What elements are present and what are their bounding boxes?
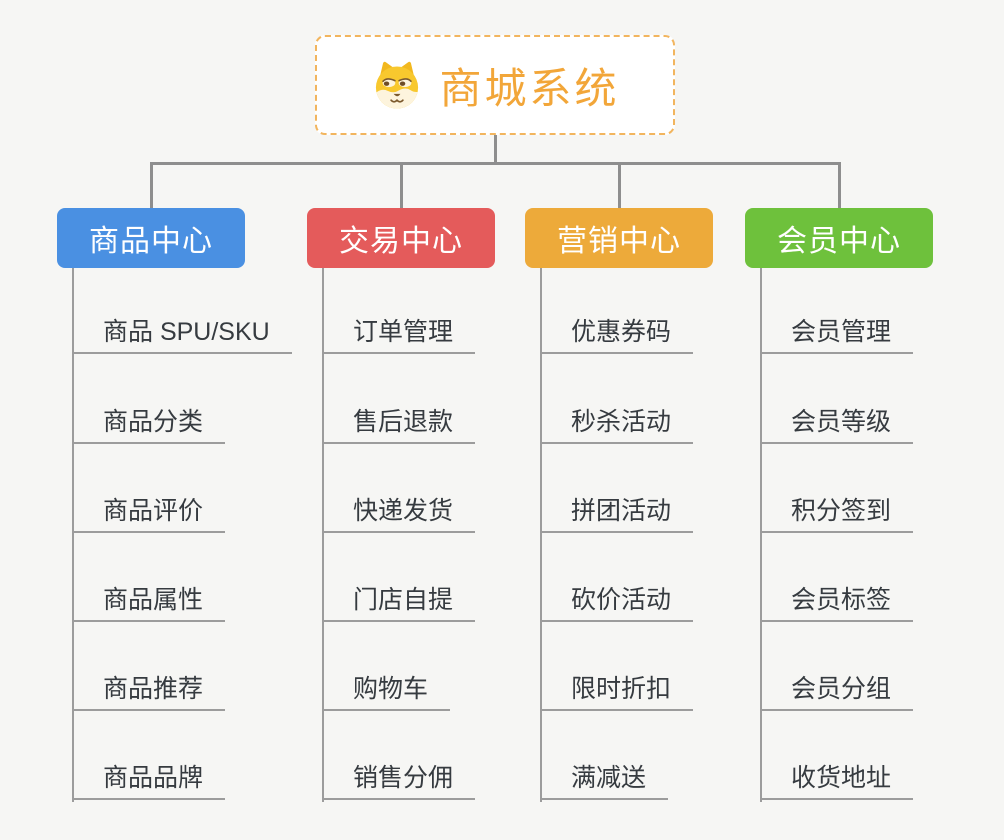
connector-trunk: [322, 268, 324, 802]
connector-branch-stub: [618, 162, 621, 208]
leaf-node[interactable]: 商品分类: [72, 402, 226, 444]
leaf-node[interactable]: 销售分佣: [322, 758, 476, 800]
leaf-node[interactable]: 秒杀活动: [540, 402, 694, 444]
branch-label: 营销中心: [557, 225, 681, 258]
connector-branch-stub: [150, 162, 153, 208]
leaf-node[interactable]: 商品品牌: [72, 758, 226, 800]
connector-horizontal-rail: [150, 162, 840, 165]
connector-root-drop: [494, 135, 497, 163]
leaf-node[interactable]: 会员标签: [760, 580, 914, 622]
leaf-node[interactable]: 满减送: [540, 758, 669, 800]
leaf-node[interactable]: 限时折扣: [540, 669, 694, 711]
connector-branch-stub: [400, 162, 403, 208]
leaf-node[interactable]: 商品属性: [72, 580, 226, 622]
leaf-node[interactable]: 会员等级: [760, 402, 914, 444]
leaf-node[interactable]: 快递发货: [322, 491, 476, 533]
leaf-node[interactable]: 售后退款: [322, 402, 476, 444]
dog-face-icon: [370, 58, 424, 112]
connector-trunk: [72, 268, 74, 802]
leaf-node[interactable]: 订单管理: [322, 312, 476, 354]
leaf-node[interactable]: 门店自提: [322, 580, 476, 622]
connector-trunk: [760, 268, 762, 802]
leaf-node[interactable]: 商品评价: [72, 491, 226, 533]
branch-node-trade-center[interactable]: 交易中心: [307, 208, 495, 268]
connector-trunk: [540, 268, 542, 802]
leaf-node[interactable]: 会员分组: [760, 669, 914, 711]
leaf-node[interactable]: 商品 SPU/SKU: [72, 312, 292, 354]
leaf-node[interactable]: 砍价活动: [540, 580, 694, 622]
branch-label: 会员中心: [777, 225, 901, 258]
leaf-node[interactable]: 购物车: [322, 669, 451, 711]
leaf-node[interactable]: 会员管理: [760, 312, 914, 354]
branch-node-marketing-center[interactable]: 营销中心: [525, 208, 713, 268]
leaf-node[interactable]: 拼团活动: [540, 491, 694, 533]
branch-node-member-center[interactable]: 会员中心: [745, 208, 933, 268]
connector-branch-stub: [838, 162, 841, 208]
branch-label: 交易中心: [339, 225, 463, 258]
leaf-node[interactable]: 积分签到: [760, 491, 914, 533]
leaf-node[interactable]: 收货地址: [760, 758, 914, 800]
root-title: 商城系统: [439, 64, 620, 112]
root-node[interactable]: 商城系统: [315, 35, 675, 135]
branch-node-product-center[interactable]: 商品中心: [57, 208, 245, 268]
leaf-node[interactable]: 商品推荐: [72, 669, 226, 711]
branch-label: 商品中心: [89, 225, 213, 258]
leaf-node[interactable]: 优惠券码: [540, 312, 694, 354]
